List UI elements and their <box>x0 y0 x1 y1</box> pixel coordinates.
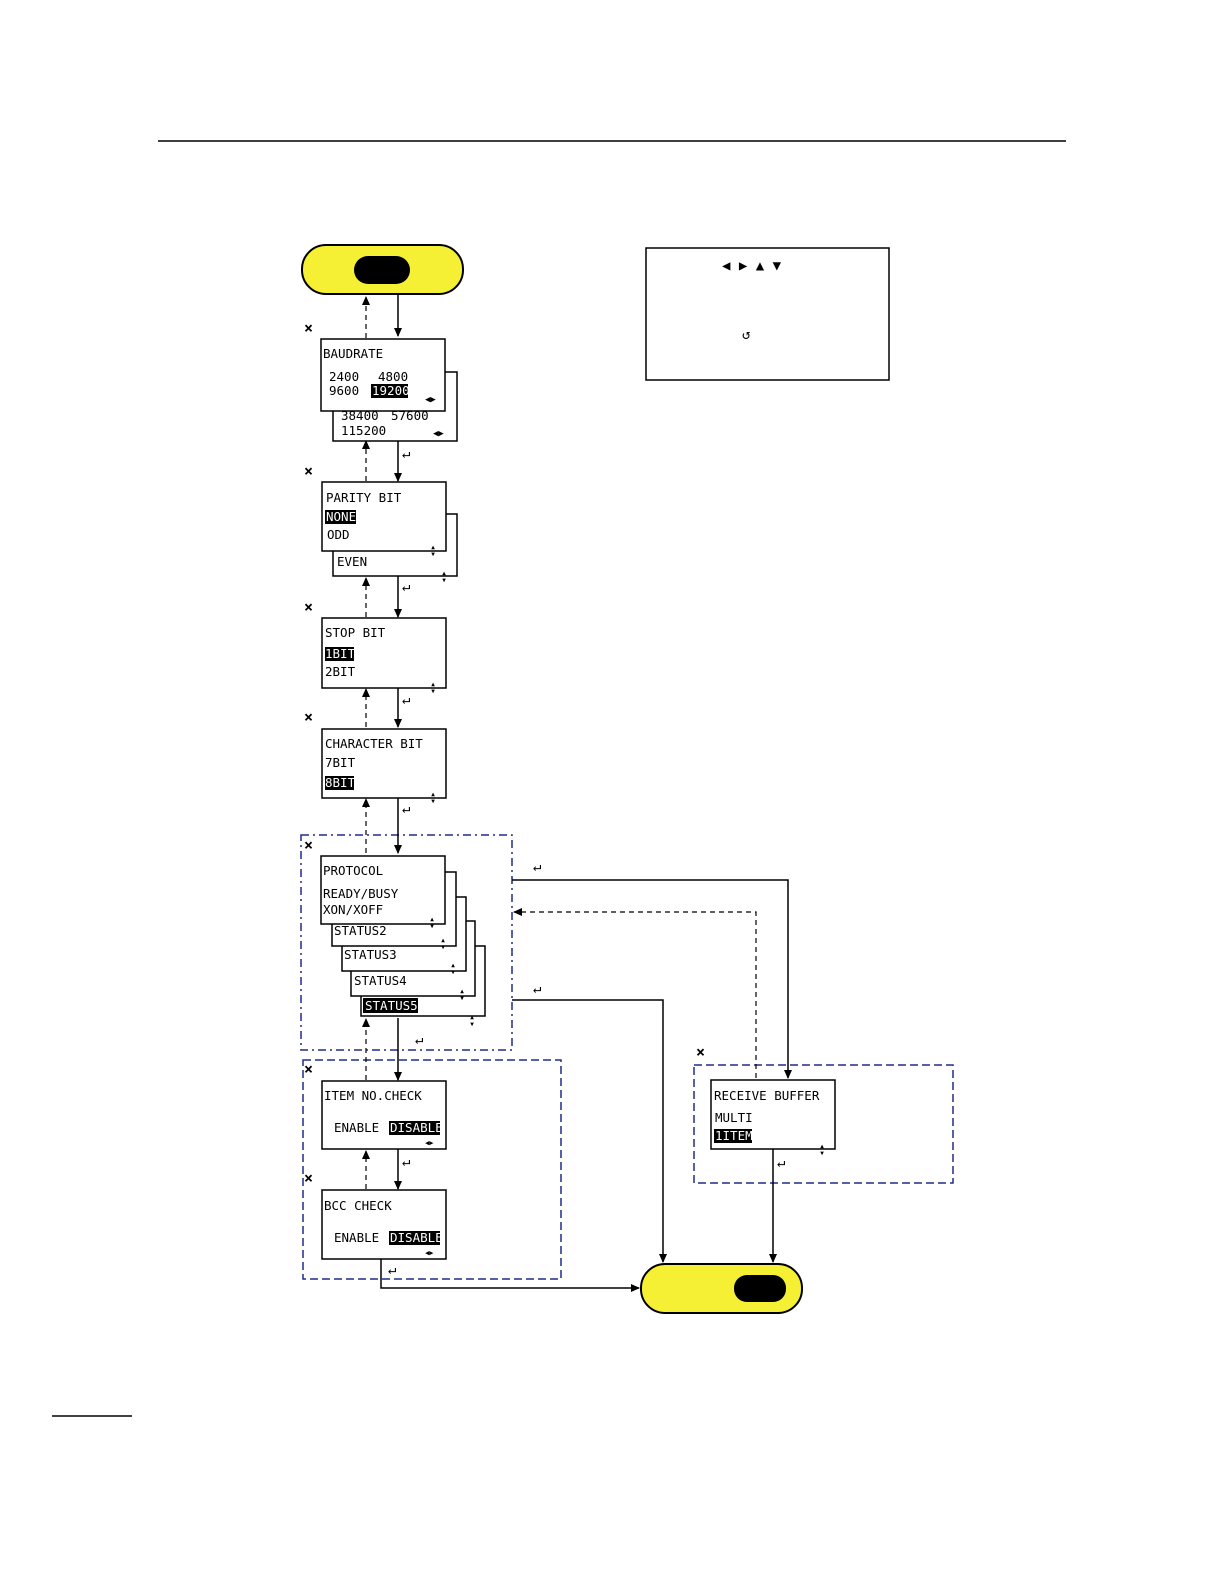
cancel-icon: × <box>304 1060 313 1078</box>
svg-text:2400: 2400 <box>329 369 359 384</box>
up-down-icon: ▲▼ <box>450 962 457 976</box>
svg-text:ENABLE: ENABLE <box>334 1120 379 1135</box>
selected-highlight <box>325 776 354 790</box>
up-down-icon: ▲▼ <box>819 1143 826 1157</box>
baudrate-screen: BAUDRATE 2400 4800 9600 19200 ◀▶ <box>320 338 446 412</box>
selected-highlight <box>389 1121 440 1135</box>
protocol-screen: PROTOCOL READY/BUSY XON/XOFF ▲▼ <box>320 855 446 930</box>
receive-buffer-group <box>693 1064 954 1184</box>
svg-text:STATUS2: STATUS2 <box>334 923 387 938</box>
svg-text:8BIT: 8BIT <box>325 775 356 790</box>
cancel-icon: × <box>304 1169 313 1187</box>
up-down-icon: ▲▼ <box>441 570 448 584</box>
parity-screen: PARITY BIT NONE ODD ▲▼ <box>321 481 447 558</box>
enter-icon: ↵ <box>533 981 541 997</box>
enter-icon: ↵ <box>402 801 410 817</box>
enter-icon: ↵ <box>402 1154 410 1170</box>
receive-buffer-screen: RECEIVE BUFFER MULTI 1ITEM ▲▼ <box>710 1079 836 1157</box>
enter-icon: ↵ <box>388 1262 396 1278</box>
svg-text:READY/BUSY: READY/BUSY <box>323 886 399 901</box>
svg-text:4800: 4800 <box>378 369 408 384</box>
up-down-icon: ▲▼ <box>429 916 436 930</box>
selected-highlight <box>714 1129 752 1143</box>
svg-text:DISABLE: DISABLE <box>390 1120 443 1135</box>
up-down-icon: ▲▼ <box>430 681 437 695</box>
svg-text:MULTI: MULTI <box>715 1110 753 1125</box>
svg-text:7BIT: 7BIT <box>325 755 356 770</box>
svg-text:STOP BIT: STOP BIT <box>325 625 386 640</box>
svg-text:CHARACTER BIT: CHARACTER BIT <box>325 736 423 751</box>
end-key <box>734 1275 786 1302</box>
end-node <box>640 1263 803 1314</box>
start-node <box>301 244 464 295</box>
left-right-icon: ◀▶ <box>425 1139 434 1147</box>
cancel-icon: × <box>304 708 313 726</box>
cancel-icon: × <box>304 836 313 854</box>
enter-icon: ↵ <box>402 446 410 462</box>
enter-icon: ↵ <box>777 1155 785 1171</box>
cancel-icons: × × × × × × × × <box>304 319 705 1187</box>
svg-text:BCC CHECK: BCC CHECK <box>324 1198 392 1213</box>
legend-arrow-keys: ◀ ▶ ▲ ▼ <box>722 258 782 274</box>
up-down-icon: ▲▼ <box>440 937 447 951</box>
left-right-icon: ◀▶ <box>425 395 436 405</box>
svg-text:PROTOCOL: PROTOCOL <box>323 863 383 878</box>
selected-highlight <box>389 1231 440 1245</box>
svg-text:XON/XOFF: XON/XOFF <box>323 902 383 917</box>
cancel-icon: × <box>304 319 313 337</box>
flow-arrows <box>380 294 792 1292</box>
up-down-icon: ▲▼ <box>459 988 466 1002</box>
cancel-icon: × <box>304 462 313 480</box>
selected-highlight <box>325 647 354 661</box>
svg-text:19200: 19200 <box>372 383 410 398</box>
svg-text:NONE: NONE <box>326 509 356 524</box>
svg-text:1ITEM: 1ITEM <box>715 1128 753 1143</box>
item-no-check-screen: ITEM NO.CHECK ENABLE DISABLE ◀▶ <box>321 1080 447 1150</box>
enter-icon: ↵ <box>415 1032 423 1048</box>
back-arrows <box>362 296 757 1189</box>
svg-text:2BIT: 2BIT <box>325 664 356 679</box>
check-group <box>302 1059 562 1280</box>
cancel-icon: × <box>304 598 313 616</box>
left-right-icon: ◀▶ <box>433 429 444 439</box>
selected-highlight <box>363 998 418 1013</box>
enter-icons: ↵ ↵ ↵ ↵ ↵ ↵ ↵ ↵ ↵ ↵ <box>388 446 785 1278</box>
protocol-group <box>300 834 513 1051</box>
svg-text:RECEIVE BUFFER: RECEIVE BUFFER <box>714 1088 820 1103</box>
up-down-icon: ▲▼ <box>430 791 437 805</box>
character-bit-screen: CHARACTER BIT 7BIT 8BIT ▲▼ <box>321 728 447 805</box>
svg-text:ODD: ODD <box>327 527 350 542</box>
up-down-icon: ▲▼ <box>469 1014 476 1028</box>
svg-text:EVEN: EVEN <box>337 554 367 569</box>
left-right-icon: ◀▶ <box>425 1249 434 1257</box>
svg-text:STATUS5: STATUS5 <box>365 998 418 1013</box>
bcc-check-screen: BCC CHECK ENABLE DISABLE ◀▶ <box>321 1189 447 1260</box>
svg-text:ITEM NO.CHECK: ITEM NO.CHECK <box>324 1088 422 1103</box>
selected-highlight <box>325 510 356 524</box>
svg-text:BAUDRATE: BAUDRATE <box>323 346 383 361</box>
start-key <box>354 256 410 284</box>
svg-text:STATUS4: STATUS4 <box>354 973 407 988</box>
svg-text:PARITY BIT: PARITY BIT <box>326 490 402 505</box>
svg-text:STATUS3: STATUS3 <box>344 947 397 962</box>
up-down-icon: ▲▼ <box>430 544 437 558</box>
cancel-icon: × <box>696 1043 705 1061</box>
selected-highlight <box>371 384 408 398</box>
svg-text:9600: 9600 <box>329 383 359 398</box>
svg-text:1BIT: 1BIT <box>325 646 356 661</box>
svg-text:DISABLE: DISABLE <box>390 1230 443 1245</box>
legend-back-icon: ↺ <box>742 327 751 343</box>
enter-icon: ↵ <box>402 692 410 708</box>
enter-icon: ↵ <box>402 579 410 595</box>
key-legend: ◀ ▶ ▲ ▼ ↺ <box>645 247 890 381</box>
svg-text:115200: 115200 <box>341 423 386 438</box>
svg-text:ENABLE: ENABLE <box>334 1230 379 1245</box>
stop-bit-screen: STOP BIT 1BIT 2BIT ▲▼ <box>321 617 447 695</box>
enter-icon: ↵ <box>533 859 541 875</box>
